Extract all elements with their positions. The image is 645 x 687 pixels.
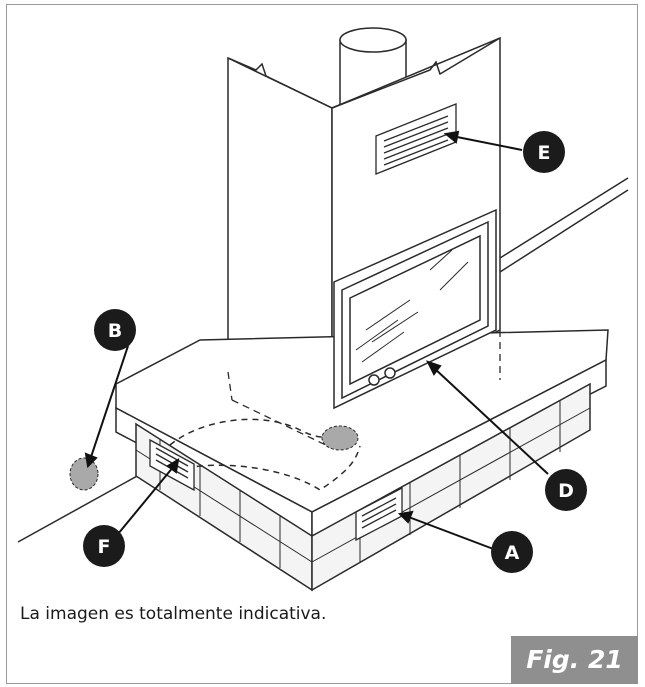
callout-badge-f: F xyxy=(83,525,125,567)
floor-lines xyxy=(17,177,629,543)
callout-badge-d: D xyxy=(545,469,587,511)
external-air-intake xyxy=(69,457,99,491)
front-air-vent xyxy=(355,486,403,542)
figure-label: Fig. 21 xyxy=(511,636,638,684)
fireplace-insert xyxy=(333,208,497,410)
image-disclaimer-caption: La imagen es totalmente indicativa. xyxy=(20,604,327,624)
svg-text:F: F xyxy=(98,536,111,558)
callout-badge-e: E xyxy=(523,131,565,173)
hidden-edges xyxy=(227,330,501,449)
callout-badge-a: A xyxy=(491,531,533,573)
svg-text:E: E xyxy=(538,142,551,164)
stone-base xyxy=(115,329,609,592)
callout-arrows xyxy=(84,130,549,551)
duct-opening xyxy=(321,425,359,451)
svg-text:D: D xyxy=(558,480,574,502)
upper-air-vent xyxy=(375,103,457,175)
svg-text:A: A xyxy=(505,542,520,564)
callout-badge-b: B xyxy=(94,309,136,351)
svg-text:B: B xyxy=(108,320,122,342)
